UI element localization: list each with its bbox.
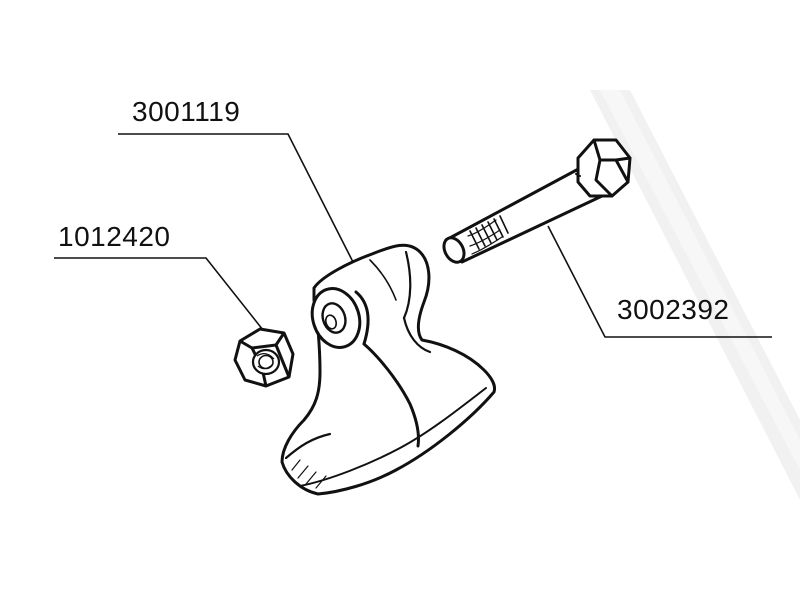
hex-nut-part [233, 327, 295, 388]
leader-line-blade [118, 133, 354, 263]
bolt-part [442, 138, 632, 264]
watermark-band [590, 90, 800, 500]
part-label-bolt: 3002392 [617, 294, 730, 325]
part-label-nut: 1012420 [58, 221, 171, 252]
leader-line-nut [54, 257, 264, 331]
leader-line-bolt [547, 225, 772, 338]
leader-lines [54, 133, 772, 338]
part-label-blade: 3001119 [132, 96, 241, 127]
hammer-blade-part [280, 243, 496, 496]
bolt-thread [467, 215, 509, 255]
